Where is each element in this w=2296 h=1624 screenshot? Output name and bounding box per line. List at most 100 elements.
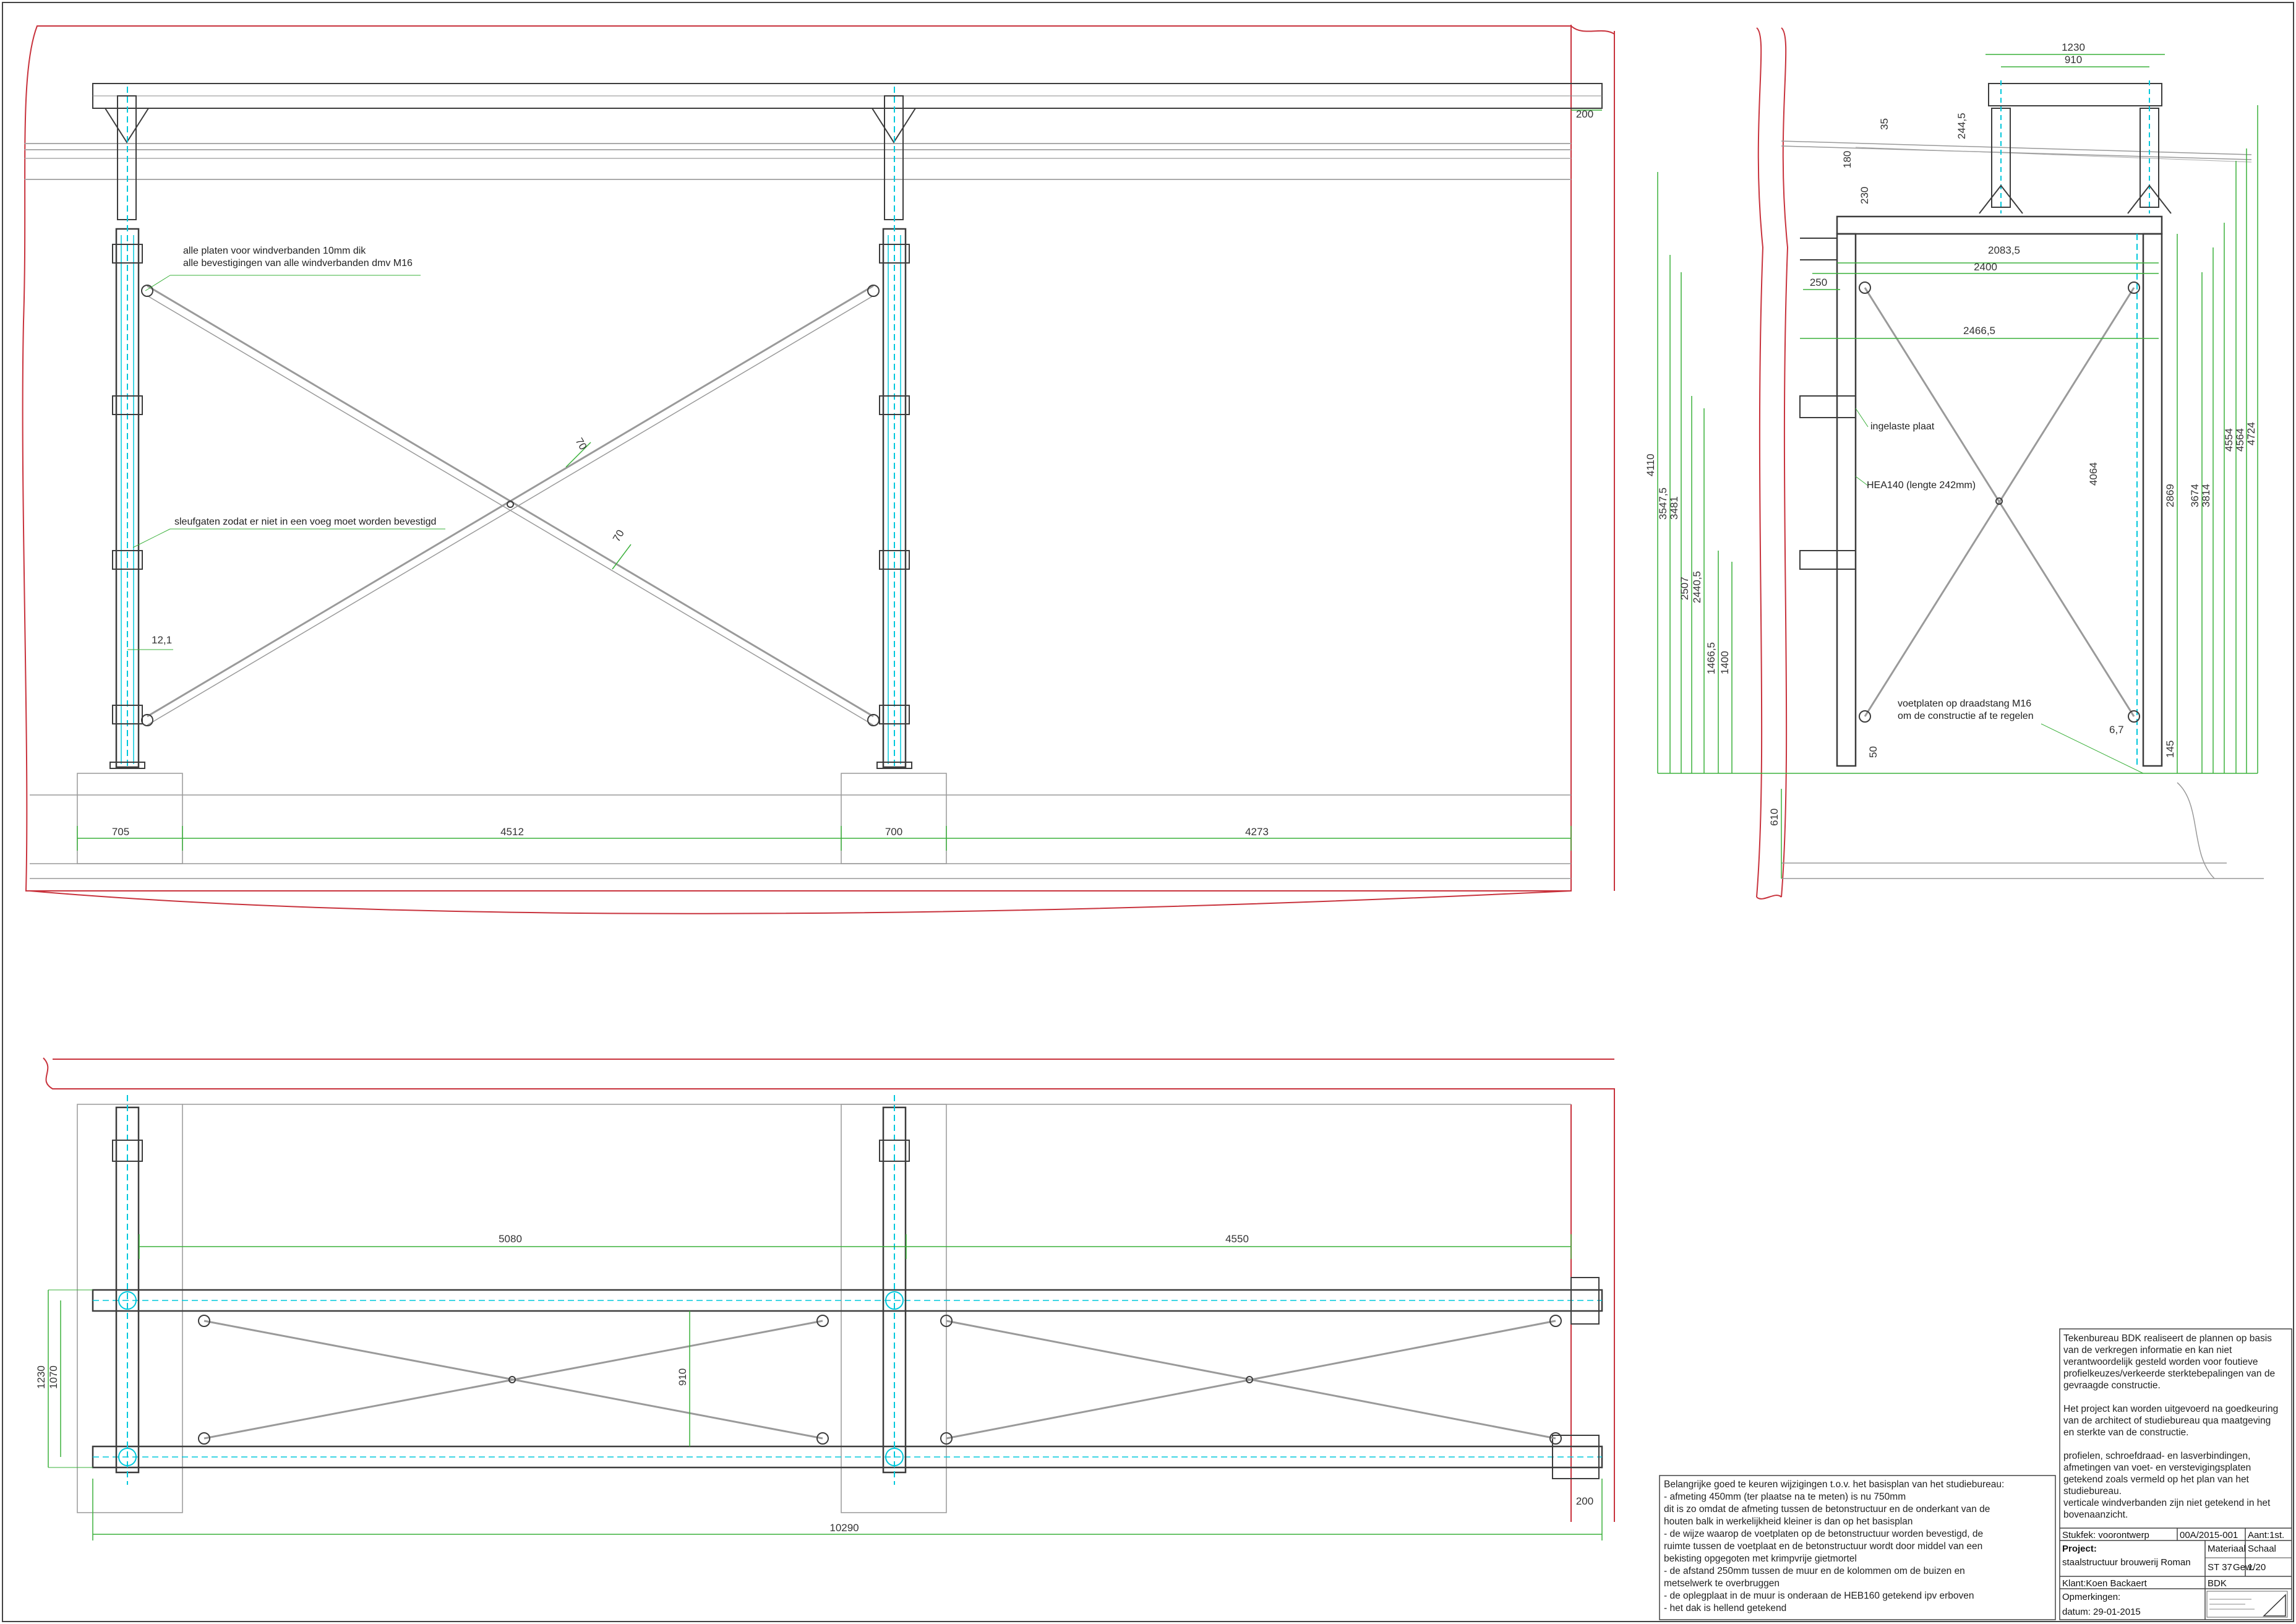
note-line: - afmeting 450mm (ter plaatse na te mete… xyxy=(1664,1492,1906,1502)
side-dim-2507: 2507 xyxy=(1679,577,1690,600)
side-dim-2400: 2400 xyxy=(1974,261,1997,273)
note-line: - de wijze waarop de voetplaten op de be… xyxy=(1664,1529,1983,1539)
side-note-hea: HEA140 (lengte 242mm) xyxy=(1867,480,1976,491)
note-line: Belangrijke goed te keuren wijzigingen t… xyxy=(1664,1479,2004,1490)
front-dim-700: 700 xyxy=(885,826,902,838)
note-line: - de oplegplaat in de muur is onderaan d… xyxy=(1664,1591,1974,1601)
side-dim-3481: 3481 xyxy=(1668,496,1680,520)
side-dim-4554: 4554 xyxy=(2223,428,2235,452)
bureau-note-line: van de architect of studiebureau qua maa… xyxy=(2063,1416,2271,1426)
front-dim-4512: 4512 xyxy=(500,826,524,838)
plan-view: 5080 4550 10290 1230 1070 910 200 xyxy=(35,1057,1615,1540)
plan-dim-910: 910 xyxy=(677,1368,688,1386)
tb-schaal: 1/20 xyxy=(2248,1562,2266,1573)
side-dim-3547: 3547,5 xyxy=(1657,488,1669,520)
bureau-note-line: van de verkregen informatie en kan niet xyxy=(2063,1345,2232,1355)
side-note-welded-plate: ingelaste plaat xyxy=(1870,421,1935,432)
tb-datum: datum: 29-01-2015 xyxy=(2062,1607,2141,1617)
note-line: houten balk in werkelijkheid kleiner is … xyxy=(1664,1516,1913,1527)
bureau-note-line: Tekenbureau BDK realiseert de plannen op… xyxy=(2063,1333,2272,1344)
side-dim-145: 145 xyxy=(2164,741,2176,758)
front-dim-column-gap: 12,1 xyxy=(152,634,172,646)
bureau-note-line: afmetingen van voet- en verstevigingspla… xyxy=(2063,1463,2251,1473)
side-note-footplates-1: voetplaten op draadstang M16 xyxy=(1898,698,2031,709)
side-dim-4110: 4110 xyxy=(1645,453,1656,476)
title-block: Tekenbureau BDK realiseert de plannen op… xyxy=(2059,1328,2292,1620)
front-column-right xyxy=(872,87,916,769)
front-note-slots: sleufgaten zodat er niet in een voeg moe… xyxy=(174,517,436,527)
side-dim-4724: 4724 xyxy=(2245,422,2257,445)
side-view: 1230 910 35 180 244,5 230 2083,5 2400 25… xyxy=(1645,27,2264,900)
bureau-note-line: bovenaanzicht. xyxy=(2063,1510,2128,1520)
front-dim-4273: 4273 xyxy=(1245,826,1269,838)
plan-dim-4550: 4550 xyxy=(1225,1233,1249,1245)
front-dim-brace-a: 70 xyxy=(573,436,589,452)
side-dim-1466: 1466,5 xyxy=(1705,642,1717,674)
tb-project: staalstructuur brouwerij Roman xyxy=(2062,1557,2191,1568)
front-x-bracing xyxy=(141,285,880,726)
tb-bdk: BDK xyxy=(2208,1578,2227,1589)
bureau-note-line: profielkeuzes/verkeerde sterktebepalinge… xyxy=(2063,1368,2275,1379)
side-dim-250: 250 xyxy=(1810,277,1827,288)
side-dim-180: 180 xyxy=(1841,151,1853,168)
tb-aantal: Aant:1st. xyxy=(2248,1530,2284,1540)
side-dim-50: 50 xyxy=(1867,746,1879,758)
plan-dim-200: 200 xyxy=(1576,1495,1593,1507)
side-dim-4064: 4064 xyxy=(2088,462,2099,486)
side-dim-244: 244,5 xyxy=(1956,113,1968,139)
front-dim-brace-b: 70 xyxy=(610,528,627,544)
note-line: ruimte tussen de voetplaat en de betonst… xyxy=(1664,1541,1982,1552)
tb-materiaal-label: Materiaal xyxy=(2208,1544,2246,1554)
bureau-note-line: verticale windverbanden zijn niet geteke… xyxy=(2063,1498,2271,1508)
note-line: bekisting opgegoten met krimpvrije gietm… xyxy=(1664,1553,1857,1564)
tb-stukfek: Stukfek: voorontwerp xyxy=(2062,1530,2149,1540)
plan-dim-10290: 10290 xyxy=(829,1522,859,1534)
bureau-note-line: Het project kan worden uitgevoerd na goe… xyxy=(2063,1404,2278,1414)
tb-schaal-label: Schaal xyxy=(2248,1544,2276,1554)
front-note-fasteners: alle bevestigingen van alle windverbande… xyxy=(183,258,413,269)
note-line: - het dak is hellend getekend xyxy=(1664,1603,1786,1613)
tb-materiaal: ST 37 xyxy=(2208,1562,2232,1573)
side-dim-2466: 2466,5 xyxy=(1963,325,1995,337)
plan-dim-1070: 1070 xyxy=(48,1365,59,1389)
side-note-footplates-2: om de constructie af te regelen xyxy=(1898,711,2034,721)
note-line: - de afstand 250mm tussen de muur en de … xyxy=(1664,1566,1965,1576)
side-dim-67: 6,7 xyxy=(2109,724,2124,736)
plan-dim-1230: 1230 xyxy=(35,1365,47,1389)
tb-opmerkingen: Opmerkingen: xyxy=(2062,1592,2120,1602)
side-dim-35: 35 xyxy=(1878,118,1890,130)
side-dim-910: 910 xyxy=(2065,54,2082,66)
important-notes-box: Belangrijke goed te keuren wijzigingen t… xyxy=(1659,1475,2056,1620)
plan-dim-5080: 5080 xyxy=(499,1233,522,1245)
tb-project-label: Project: xyxy=(2062,1544,2097,1554)
front-dim-200: 200 xyxy=(1576,108,1593,120)
side-dim-2083: 2083,5 xyxy=(1988,244,2020,256)
side-dim-3674: 3674 xyxy=(2189,484,2201,507)
side-dim-3814: 3814 xyxy=(2200,484,2212,507)
bureau-note-line: getekend zoals vermeld op het plan van h… xyxy=(2063,1474,2250,1485)
bureau-note-line: en sterkte van de constructie. xyxy=(2063,1427,2188,1438)
front-break-outline xyxy=(22,25,1615,891)
tb-materiaal-sub: Gew. xyxy=(2233,1562,2254,1573)
side-dim-1230: 1230 xyxy=(2062,41,2085,53)
side-dim-610: 610 xyxy=(1768,809,1780,826)
bureau-note-line: profielen, schroefdraad- en lasverbindin… xyxy=(2063,1451,2250,1461)
side-dim-2869: 2869 xyxy=(2164,484,2176,507)
front-dim-705: 705 xyxy=(112,826,129,838)
side-dim-1400: 1400 xyxy=(1719,651,1731,674)
front-column-left xyxy=(105,87,149,769)
front-note-plates: alle platen voor windverbanden 10mm dik xyxy=(183,246,366,256)
note-line: dit is zo omdat de afmeting tussen de be… xyxy=(1664,1504,1990,1514)
note-line: metselwerk te overbruggen xyxy=(1664,1578,1780,1589)
side-dim-4564: 4564 xyxy=(2234,428,2246,452)
side-dim-230: 230 xyxy=(1859,187,1870,204)
tb-code: 00A/2015-001 xyxy=(2180,1530,2238,1540)
bureau-note-line: studiebureau. xyxy=(2063,1486,2122,1497)
bureau-note-line: gevraagde constructie. xyxy=(2063,1380,2161,1391)
tb-klant: Klant:Koen Backaert xyxy=(2062,1578,2148,1589)
bdk-logo-icon xyxy=(2206,1591,2288,1618)
front-view: alle platen voor windverbanden 10mm dik … xyxy=(22,25,1615,914)
bureau-note-line: verantwoordelijk gesteld worden voor fou… xyxy=(2063,1357,2258,1367)
